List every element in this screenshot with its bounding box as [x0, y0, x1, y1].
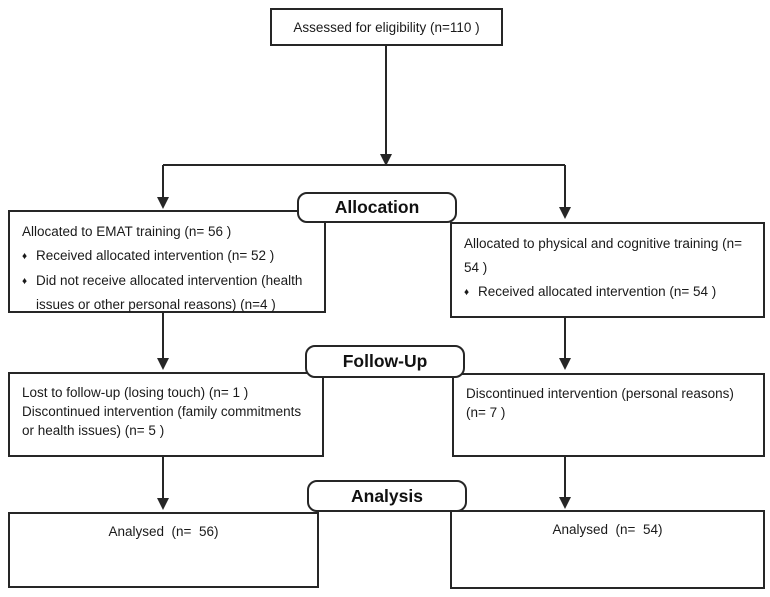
arrowhead: [157, 498, 169, 510]
bullet-text: Did not receive allocated intervention (…: [36, 273, 307, 312]
analysis-right-text: Analysed (n= 54): [552, 522, 663, 537]
eligibility-text: Assessed for eligibility (n=110 ): [293, 19, 480, 35]
allocation-left-box: Allocated to EMAT training (n= 56 ) ♦ Re…: [8, 210, 326, 313]
analysis-stage-label-text: Analysis: [351, 485, 423, 506]
arrowhead: [559, 358, 571, 370]
arrowhead: [559, 207, 571, 219]
allocation-right-bullet-1: ♦ Received allocated intervention (n= 54…: [464, 280, 755, 305]
allocation-left-bullet-1: ♦ Received allocated intervention (n= 52…: [22, 244, 316, 269]
bullet-text: Received allocated intervention (n= 52 ): [36, 248, 275, 263]
diamond-bullet-icon: ♦: [22, 251, 28, 262]
allocation-stage-label: Allocation: [297, 192, 457, 223]
allocation-stage-label-text: Allocation: [334, 197, 420, 217]
bullet-text: Received allocated intervention (n= 54 ): [478, 284, 717, 299]
followup-left-box: Lost to follow-up (losing touch) (n= 1 )…: [8, 372, 324, 457]
arrowhead: [559, 497, 571, 509]
followup-right-box: Discontinued intervention (personal reas…: [452, 373, 765, 457]
allocation-right-box: Allocated to physical and cognitive trai…: [450, 222, 765, 318]
followup-left-line-2: Discontinued intervention (family commit…: [22, 404, 305, 438]
analysis-stage-label: Analysis: [307, 480, 467, 512]
eligibility-box: Assessed for eligibility (n=110 ): [270, 8, 503, 46]
analysis-left-text: Analysed (n= 56): [108, 524, 219, 539]
analysis-left-box: Analysed (n= 56): [8, 512, 319, 588]
analysis-right-box: Analysed (n= 54): [450, 510, 765, 589]
followup-left-line-1: Lost to follow-up (losing touch) (n= 1 ): [22, 385, 249, 400]
arrowhead: [157, 197, 169, 209]
diamond-bullet-icon: ♦: [464, 287, 470, 298]
arrowhead: [157, 358, 169, 370]
diamond-bullet-icon: ♦: [22, 276, 28, 287]
followup-stage-label: Follow-Up: [305, 345, 465, 378]
allocation-right-title: Allocated to physical and cognitive trai…: [464, 236, 746, 275]
followup-right-line-1: Discontinued intervention (personal reas…: [466, 386, 738, 420]
arrowhead: [380, 154, 392, 166]
allocation-left-title: Allocated to EMAT training (n= 56 ): [22, 224, 232, 239]
allocation-left-bullet-2: ♦ Did not receive allocated intervention…: [22, 269, 316, 317]
followup-stage-label-text: Follow-Up: [342, 351, 428, 371]
